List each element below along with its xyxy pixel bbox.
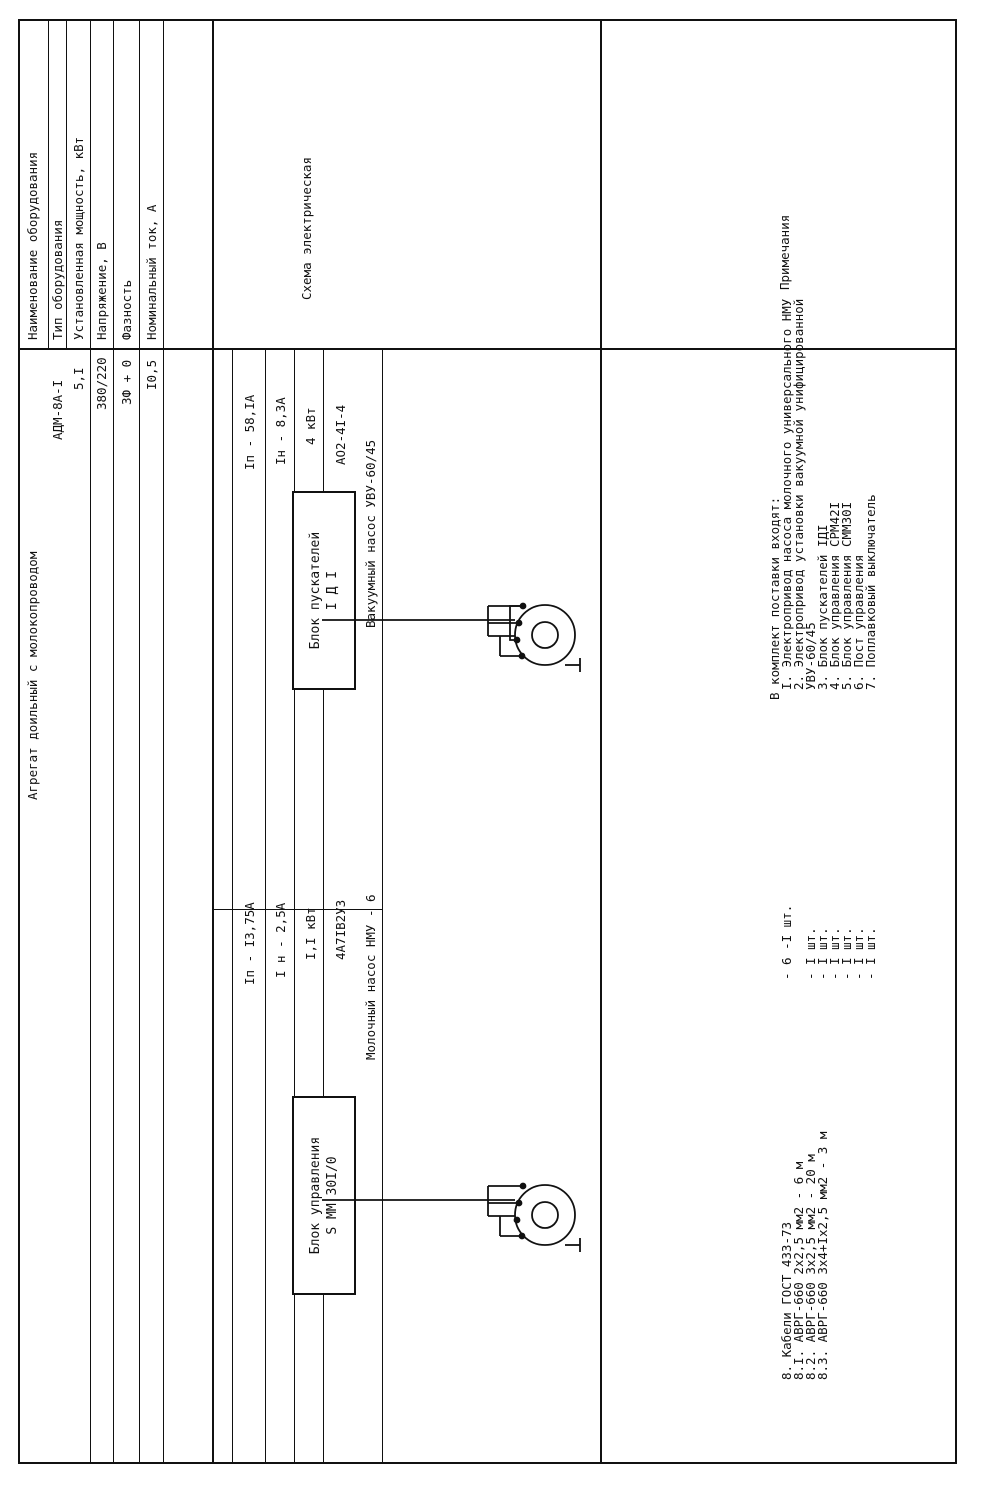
- notes-cable-3: 8.3. АВРГ-660 3х4+Iх2,5 мм2 - 3 м: [815, 1131, 830, 1380]
- vacuum-pump-motor: АО2-4I-4: [333, 404, 348, 465]
- milk-pump-start-current: Iп - I3,75А: [242, 902, 257, 985]
- control-motor-symbol: [322, 1182, 581, 1252]
- milk-pump-rated-current: I н - 2,5А: [273, 902, 288, 978]
- milk-pump-power: I,I кВт: [303, 907, 318, 960]
- vacuum-pump-power: 4 кВт: [303, 407, 318, 445]
- vacuum-pump-start-current: Iп - 58,IА: [242, 394, 257, 470]
- milk-pump-motor: 4А7IВ2У3: [333, 899, 348, 960]
- vacuum-pump-name: Вакуумный насос УВУ-60/45: [363, 439, 378, 628]
- milk-pump-name: Молочный насос НМУ - 6: [363, 894, 378, 1060]
- notes-item-7: 7. Поплавковый выключатель: [863, 494, 878, 690]
- notes-qty-1: - 6 -I шт.: [779, 904, 794, 980]
- notes-label: Примечания: [777, 214, 792, 290]
- vacuum-pump-rated-current: Iн - 8,3А: [273, 397, 288, 465]
- notes-qty-7: - I шт.: [863, 927, 878, 980]
- starter-motor-symbol: [322, 602, 581, 672]
